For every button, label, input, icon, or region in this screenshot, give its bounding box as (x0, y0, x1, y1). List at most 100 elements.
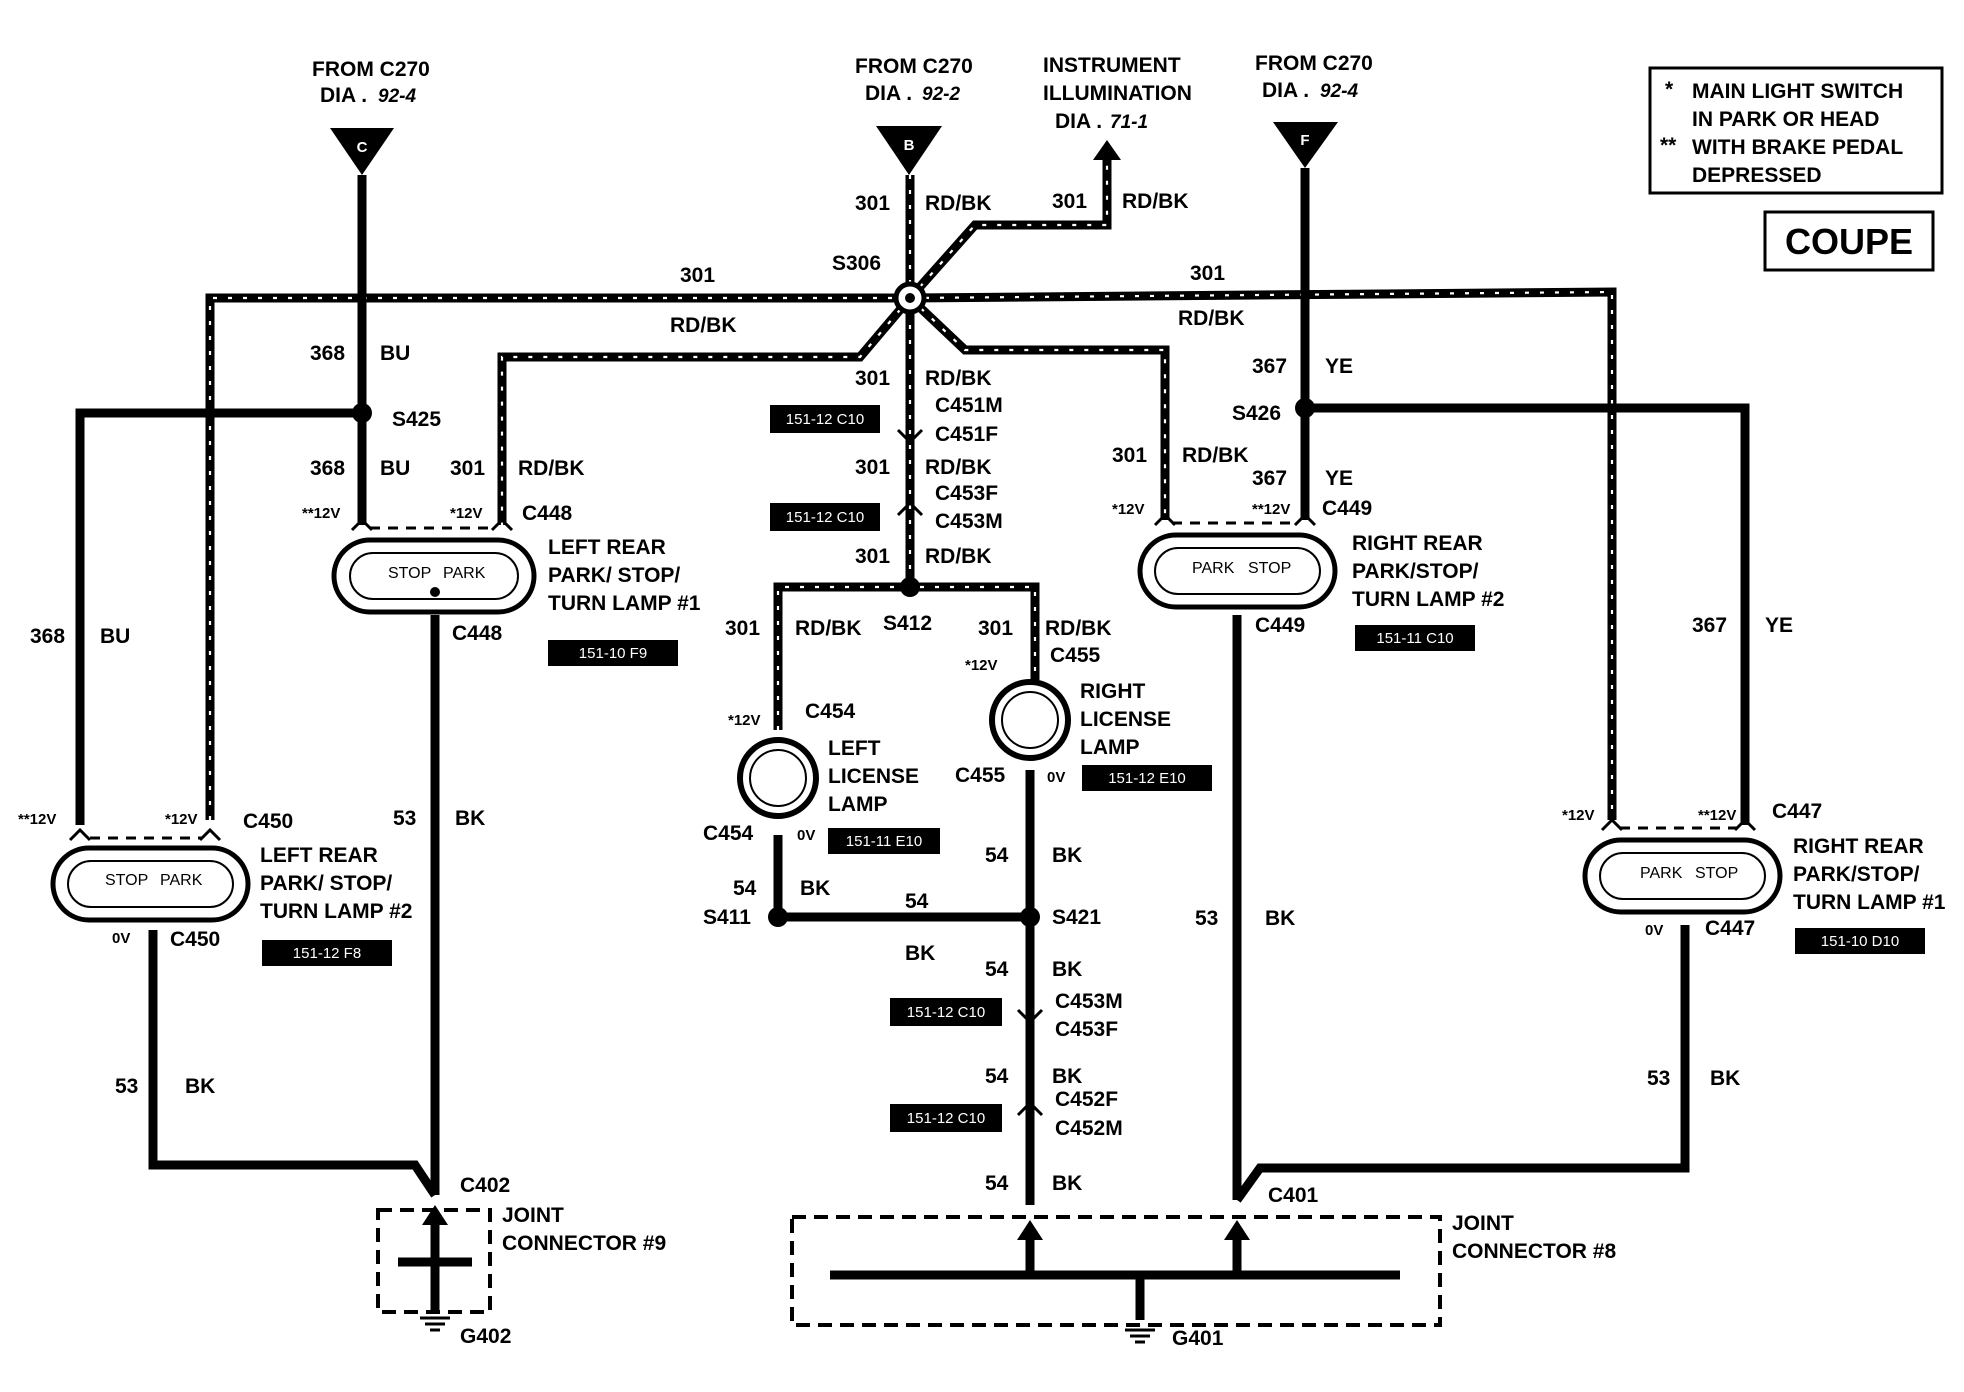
rr2-pin-b (1293, 512, 1317, 527)
llic-ref-box (828, 828, 940, 854)
lbl-rdbk-b: RD/BK (925, 192, 992, 215)
j9-line1: JOINT (502, 1204, 564, 1227)
rlic-bulb (989, 679, 1071, 761)
splice-s411 (768, 907, 788, 927)
ref-box-4 (890, 1104, 1002, 1132)
input-c-dia-ref: 92-4 (378, 86, 416, 107)
input-f-letter: F (1300, 132, 1309, 149)
lbl-ye-c: YE (1765, 614, 1793, 637)
notes-frame (1648, 66, 1944, 195)
j9-arrow (422, 1205, 448, 1225)
c452-symbol (1016, 1100, 1044, 1117)
j8-line1: JOINT (1452, 1212, 1514, 1235)
wire-301-rr2-stripe (909, 297, 1167, 520)
c451m-label: C451M (935, 394, 1003, 417)
j9-line2: CONNECTOR #9 (502, 1232, 666, 1255)
rr1-ref-box (1795, 928, 1925, 954)
c448-bottom-label: C448 (452, 622, 503, 645)
wires-solid (75, 168, 1750, 1205)
lbl-bk-rr2: BK (1265, 907, 1295, 930)
llic-v12s: *12V (728, 712, 761, 729)
rlic-v12s: *12V (965, 657, 998, 674)
j8-line2: CONNECTOR #8 (1452, 1240, 1616, 1263)
c453f-lower-label: C453F (1055, 1018, 1118, 1041)
instr-dia: DIA . (1055, 110, 1102, 133)
lr1-ref: 151-10 F9 (579, 645, 647, 662)
rr2-v12s: *12V (1112, 501, 1145, 518)
wire-53-lr2 (148, 930, 439, 1198)
lamp-right-rear-2: PARK STOP RIGHT REAR PARK/STOP/ TURN LAM… (1112, 497, 1504, 651)
s426-label: S426 (1232, 402, 1281, 425)
lr2-pin-a (68, 827, 92, 842)
note1-line1: MAIN LIGHT SWITCH (1692, 80, 1903, 103)
llic-bulb (737, 737, 819, 819)
wire-367-ye-right (1305, 403, 1750, 825)
wire-368-bu-left (75, 408, 362, 825)
rr2-housing (1137, 532, 1338, 610)
input-b-triangle (876, 126, 942, 175)
splices: S306 S425 S426 S412 S411 S421 (352, 252, 1315, 929)
lbl-rdbk-rr2: RD/BK (1182, 444, 1249, 467)
lbl-rdbk-llic: RD/BK (795, 617, 862, 640)
instr-arrow (1093, 140, 1121, 160)
lbl-rdbk-rlic: RD/BK (1045, 617, 1112, 640)
lr1-name3: TURN LAMP #1 (548, 592, 701, 615)
rlic-ref-box (1082, 765, 1212, 791)
wire-301-lr1-stripe (500, 297, 911, 525)
rr1-park-text: PARK (1640, 865, 1683, 882)
lamp-left-rear-2: STOP PARK LEFT REAR PARK/ STOP/ TURN LAM… (18, 810, 412, 966)
lbl-rdbk-c1: RD/BK (925, 367, 992, 390)
lbl-ye-b: YE (1325, 467, 1353, 490)
joint-connector-8: C401 JOINT CONNECTOR #8 G401 (790, 1184, 1616, 1350)
splice-s412 (900, 577, 920, 597)
instr-line1: INSTRUMENT (1043, 54, 1181, 77)
c447-top-label: C447 (1772, 800, 1822, 823)
wire-301-instr (906, 155, 1112, 301)
lbl-53-rr1: 53 (1647, 1067, 1670, 1090)
rr2-ref-box (1355, 625, 1475, 651)
lr2-pin-b (198, 827, 222, 842)
input-f: F FROM C270 DIA . 92-4 (1255, 52, 1373, 168)
lbl-rdbk-c2: RD/BK (925, 456, 992, 479)
lbl-367-a: 367 (1252, 355, 1287, 378)
ref-box-1-text: 151-12 C10 (786, 411, 864, 428)
lbl-rdbk-top-right: RD/BK (1178, 307, 1245, 330)
lbl-54-v1: 54 (985, 958, 1009, 981)
c447-bottom-label: C447 (1705, 917, 1755, 940)
c452m-label: C452M (1055, 1117, 1123, 1140)
note2-line1: WITH BRAKE PEDAL (1692, 136, 1903, 159)
lbl-bk-rlic: BK (1052, 844, 1082, 867)
lr1-v12s: *12V (450, 505, 483, 522)
splice-s306-dot (905, 293, 915, 303)
rr1-stop-text: STOP (1695, 865, 1738, 882)
lbl-367-b: 367 (1252, 467, 1287, 490)
rr1-v0: 0V (1645, 922, 1663, 939)
rr1-housing (1582, 837, 1783, 915)
wire-labels: 301 301 RD/BK RD/BK 301 RD/BK 301 RD/BK … (30, 190, 1793, 1195)
lr1-ground-dot (430, 587, 440, 597)
c451-symbol (896, 428, 924, 445)
c453m-lower-label: C453M (1055, 990, 1123, 1013)
c450-bottom-label: C450 (170, 928, 220, 951)
rlic-name2: LICENSE (1080, 708, 1171, 731)
input-c-triangle (330, 128, 394, 175)
wire-301-instr-stripe (909, 155, 1109, 299)
lr2-inner (67, 860, 234, 908)
c448-top-label: C448 (522, 502, 573, 525)
lr2-name1: LEFT REAR (260, 844, 378, 867)
lbl-bk-v2: BK (1052, 1065, 1082, 1088)
rr2-name2: PARK/STOP/ (1352, 560, 1479, 583)
rr1-pin-a (1600, 817, 1624, 832)
lbl-301-c2: 301 (855, 456, 890, 479)
lr1-pin-a (350, 517, 374, 532)
c454-top-label: C454 (805, 700, 856, 723)
lbl-54-bar: 54 (905, 890, 929, 913)
lbl-54-v2: 54 (985, 1065, 1009, 1088)
llic-name1: LEFT (828, 737, 881, 760)
lbl-301-top-right: 301 (1190, 262, 1225, 285)
c455-bottom-label: C455 (955, 764, 1006, 787)
lbl-301-rlic: 301 (978, 617, 1013, 640)
s412-label: S412 (883, 612, 932, 635)
lr2-park-text: PARK (160, 872, 203, 889)
